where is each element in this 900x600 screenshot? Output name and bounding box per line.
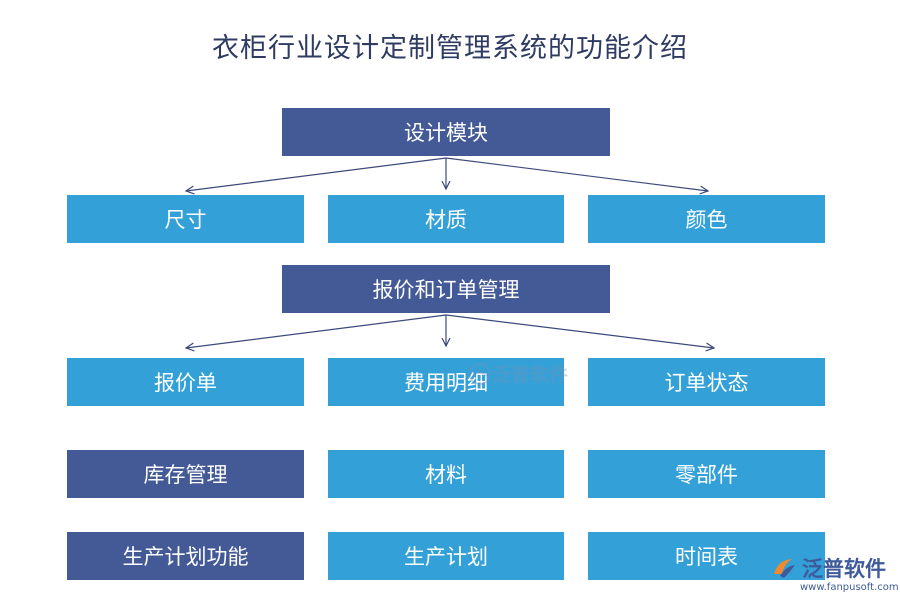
item-raw-material: 材料 xyxy=(328,450,564,498)
module-inventory: 库存管理 xyxy=(67,450,304,498)
module-production: 生产计划功能 xyxy=(67,532,304,580)
arrow-design-to-color xyxy=(445,157,708,191)
watermark: 泛普软件 xyxy=(468,360,568,387)
item-quotation: 报价单 xyxy=(67,358,304,406)
brand-logo: 泛普软件 xyxy=(770,553,886,583)
arrow-quote-to-quotation xyxy=(186,314,447,348)
module-quote-order: 报价和订单管理 xyxy=(282,265,610,313)
watermark-logo-icon xyxy=(469,362,491,385)
watermark-text: 泛普软件 xyxy=(492,364,569,386)
item-color: 颜色 xyxy=(588,195,825,243)
item-expense-detail: 费用明细 xyxy=(328,358,564,406)
module-design: 设计模块 xyxy=(282,108,610,156)
item-parts: 零部件 xyxy=(588,450,825,498)
brand-logo-text: 泛普软件 xyxy=(802,557,886,581)
item-size: 尺寸 xyxy=(67,195,304,243)
arrow-quote-to-status xyxy=(445,314,714,348)
item-material: 材质 xyxy=(328,195,564,243)
brand-logo-icon xyxy=(774,559,795,578)
page-title: 衣柜行业设计定制管理系统的功能介绍 xyxy=(212,33,688,64)
item-order-status: 订单状态 xyxy=(588,358,825,406)
item-production-plan: 生产计划 xyxy=(328,532,564,580)
brand-url: www.fanpusoft.com xyxy=(800,582,899,593)
arrow-design-to-size xyxy=(186,157,447,191)
